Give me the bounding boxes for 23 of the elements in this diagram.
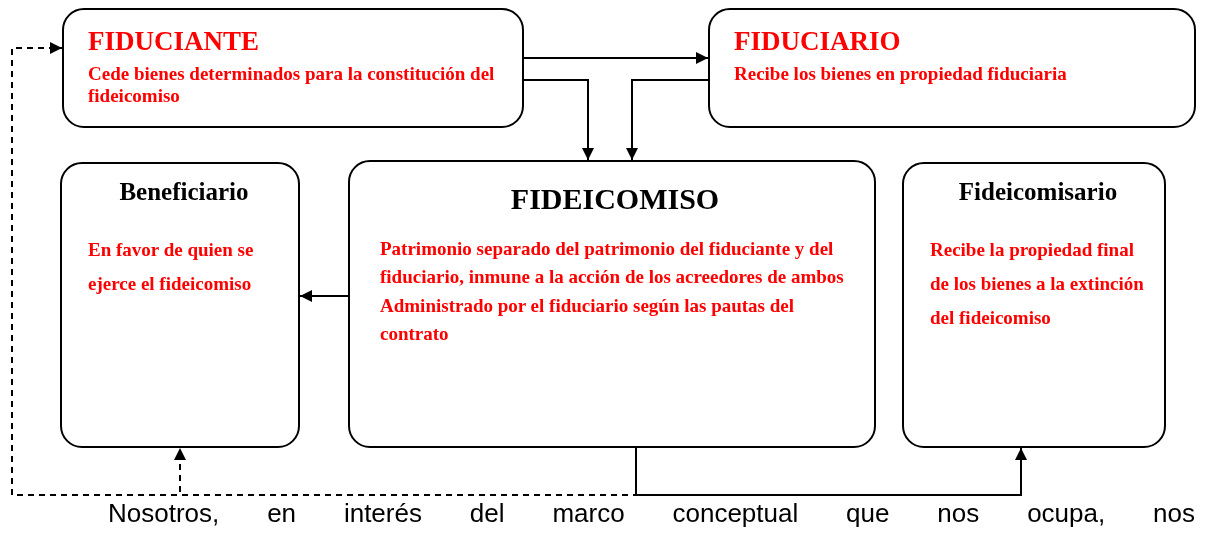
dashed-arrow <box>11 42 637 496</box>
box-title: FIDUCIANTE <box>88 26 261 58</box>
rounded-box <box>62 8 524 128</box>
box-description: Recibe la propiedad final de los bienes a la extinción del fideicomiso <box>930 237 1145 331</box>
box-title: FIDUCIARIO <box>734 26 902 58</box>
box-description: En favor de quien se ejerce el fideicomiso <box>88 237 255 296</box>
rounded-box <box>708 8 1196 128</box>
arrow <box>299 290 349 302</box>
box-description: Patrimonio separado del patrimonio del fiduciante y del fiduciario, inmune a la acción de los acreedores de ambos <box>380 236 845 289</box>
box-title: FIDEICOMISO <box>509 182 721 217</box>
box-title: Fideicomisario <box>957 178 1119 207</box>
rounded-box <box>348 160 876 448</box>
arrow <box>523 79 594 161</box>
body-text: Nosotros, en interés del marco conceptual que nos ocupa, nos <box>108 498 1195 530</box>
rounded-box <box>902 162 1166 448</box>
box-description: Administrado por el fiduciario según las pautas del contrato <box>380 293 795 346</box>
box-title: Beneficiario <box>118 178 250 207</box>
arrow <box>523 52 709 64</box>
box-description: Recibe los bienes en propiedad fiduciaria <box>734 63 1068 85</box>
arrow <box>635 447 1027 496</box>
rounded-box <box>60 162 300 448</box>
box-description: Cede bienes determinados para la constitución del fideicomiso <box>88 63 496 107</box>
arrow <box>626 79 709 161</box>
